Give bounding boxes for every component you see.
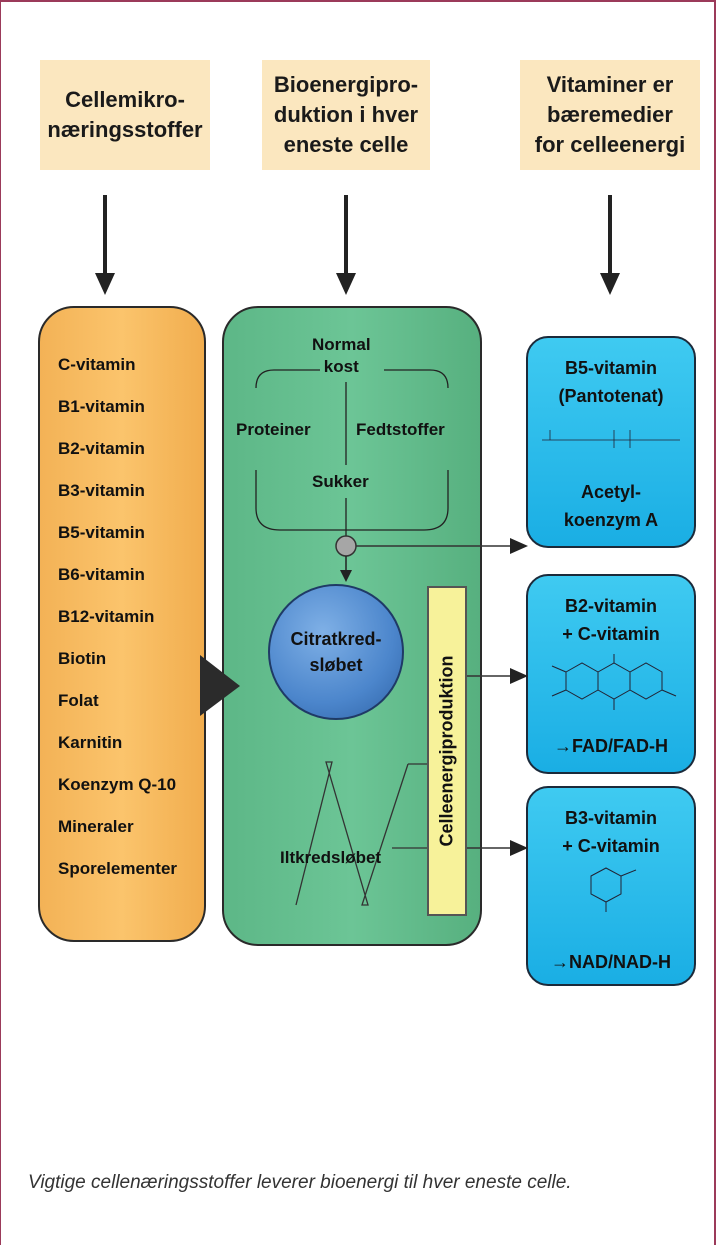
label-normal-kost: Normal kost xyxy=(312,335,371,376)
header-bioenergy-label: Bioenergipro- duktion i hver eneste cell… xyxy=(273,72,419,157)
junction-node xyxy=(335,535,357,557)
nutrient-list: C-vitamin B1-vitamin B2-vitamin B3-vitam… xyxy=(58,344,177,890)
nutrient-item: Koenzym Q-10 xyxy=(58,775,177,794)
pantothenate-structure-icon xyxy=(542,430,680,448)
label-proteiner: Proteiner xyxy=(236,420,311,439)
nutrient-item: B12-vitamin xyxy=(58,607,155,626)
down-arrow-1 xyxy=(95,195,115,295)
label-citratkredslobet: Citratkred- sløbet xyxy=(290,629,382,675)
label-fedtstoffer: Fedtstoffer xyxy=(356,420,445,439)
header-bioenergy: Bioenergipro- duktion i hver eneste cell… xyxy=(262,60,430,170)
vitamin-box-b2-bottom: →FAD/FAD-H xyxy=(554,736,668,756)
label-sukker: Sukker xyxy=(312,472,369,491)
vitamin-box-b3-bottom: →NAD/NAD-H xyxy=(551,952,671,972)
nutrient-item: B6-vitamin xyxy=(58,565,145,584)
label-celleenergiproduktion: Celleenergiproduktion xyxy=(436,655,457,847)
header-micronutrients-label: Cellemikro- næringsstoffer xyxy=(47,87,203,142)
vitamin-box-b2-title: B2-vitamin + C-vitamin xyxy=(562,596,660,644)
vitamin-box-b2: B2-vitamin + C-vitamin →FAD/FAD-H xyxy=(526,574,696,774)
header-vitamins-label: Vitaminer er bæremedier for celleenergi xyxy=(534,72,686,157)
vitamin-box-b3: B3-vitamin + C-vitamin →NAD/NAD-H xyxy=(526,786,696,986)
nutrient-item: B3-vitamin xyxy=(58,481,145,500)
label-iltkredslobet: Iltkredsløbet xyxy=(280,848,382,867)
nutrient-item: C-vitamin xyxy=(58,355,136,374)
vitamin-box-b5: B5-vitamin (Pantotenat) Acetyl- koenzym … xyxy=(526,336,696,548)
nicotinamide-structure-icon xyxy=(590,867,637,912)
header-micronutrients: Cellemikro- næringsstoffer xyxy=(40,60,210,170)
micronutrient-panel: C-vitamin B1-vitamin B2-vitamin B3-vitam… xyxy=(38,306,206,942)
down-arrow-3 xyxy=(600,195,620,295)
nutrient-item: Mineraler xyxy=(58,817,134,836)
nutrient-item: B1-vitamin xyxy=(58,397,145,416)
down-arrow-2 xyxy=(336,195,356,295)
vitamin-box-b5-bottom: Acetyl- koenzym A xyxy=(563,482,659,530)
energy-production-bar: Celleenergiproduktion xyxy=(427,586,467,916)
nutrient-item: B2-vitamin xyxy=(58,439,145,458)
nutrient-item: Sporelementer xyxy=(58,859,178,878)
citrate-cycle-circle: Citratkred- sløbet xyxy=(268,584,404,720)
nutrient-item: B5-vitamin xyxy=(58,523,145,542)
vitamin-box-b3-title: B3-vitamin + C-vitamin xyxy=(562,808,660,856)
flavin-structure-icon xyxy=(551,654,677,710)
vitamin-box-b5-title: B5-vitamin (Pantotenat) xyxy=(558,358,664,406)
nutrient-item: Biotin xyxy=(58,649,107,668)
nutrient-item: Karnitin xyxy=(58,733,123,752)
figure-caption: Vigtige cellenæringsstoffer leverer bioe… xyxy=(28,1172,572,1193)
header-vitamins: Vitaminer er bæremedier for celleenergi xyxy=(520,60,700,170)
nutrient-item: Folat xyxy=(58,691,99,710)
